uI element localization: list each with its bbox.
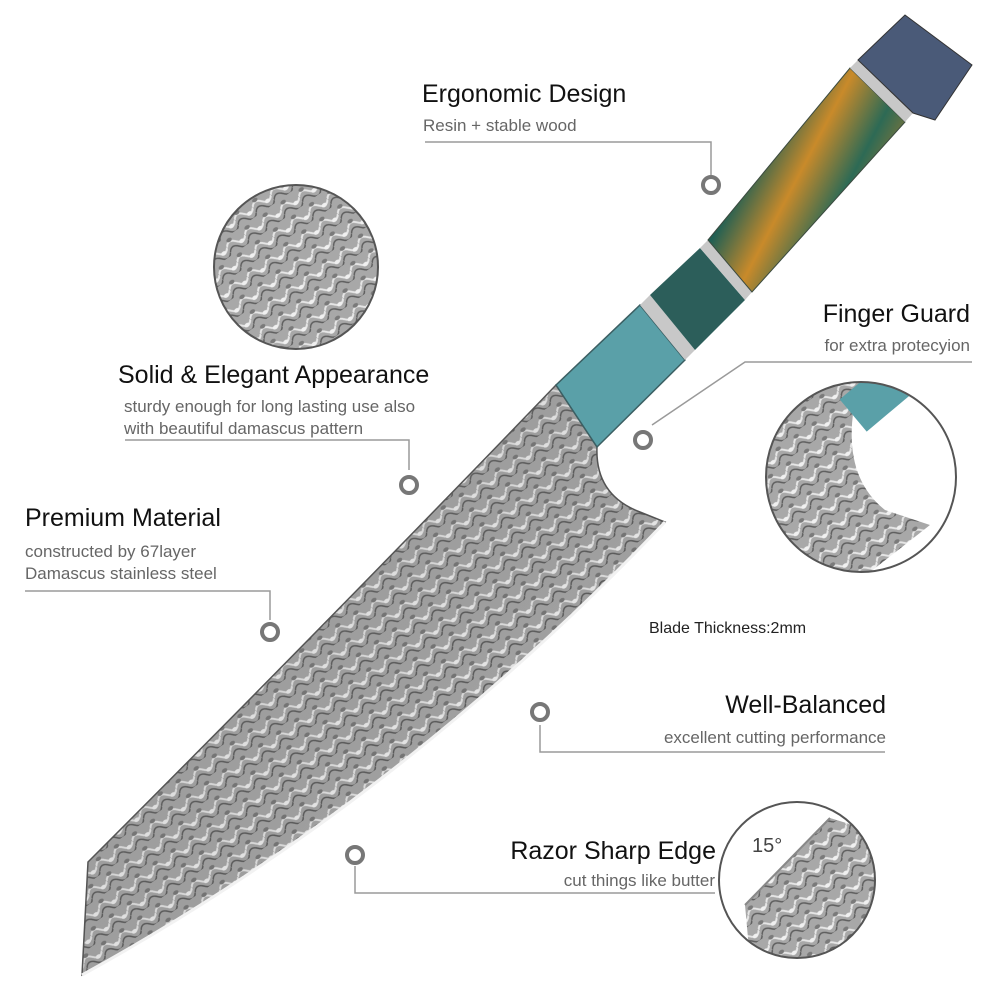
balanced-subtitle: excellent cutting performance [663, 728, 886, 747]
finger-guard-detail-circle [765, 381, 957, 573]
material-title: Premium Material [25, 504, 221, 532]
edge-angle-label: 15° [752, 835, 783, 857]
ergonomic-title: Ergonomic Design [422, 80, 627, 108]
damascus-detail-circle [213, 184, 379, 350]
leader-lines [25, 141, 972, 894]
material-marker [260, 622, 280, 642]
edge-title: Razor Sharp Edge [510, 837, 716, 865]
ergonomic-subtitle: Resin + stable wood [423, 116, 577, 135]
blade-thickness-label: Blade Thickness:2mm [649, 620, 807, 637]
edge-subtitle: cut things like butter [563, 871, 715, 890]
balanced-title: Well-Balanced [725, 691, 886, 719]
balanced-marker [530, 702, 550, 722]
ergonomic-marker [701, 175, 721, 195]
finger-guard-marker [633, 430, 653, 450]
knife-blade [81, 383, 667, 977]
appearance-marker [399, 475, 419, 495]
material-subtitle-line2: Damascus stainless steel [25, 564, 217, 583]
edge-angle-detail-circle [718, 801, 876, 959]
finger-guard-title: Finger Guard [822, 300, 970, 328]
material-subtitle-line1: constructed by 67layer [25, 542, 197, 561]
appearance-subtitle-line1: sturdy enough for long lasting use also [124, 397, 416, 416]
appearance-title: Solid & Elegant Appearance [118, 361, 430, 389]
edge-marker [345, 845, 365, 865]
finger-guard-subtitle: for extra protecyion [824, 336, 970, 355]
appearance-subtitle-line2: with beautiful damascus pattern [124, 419, 364, 438]
knife-handle [555, 14, 973, 449]
